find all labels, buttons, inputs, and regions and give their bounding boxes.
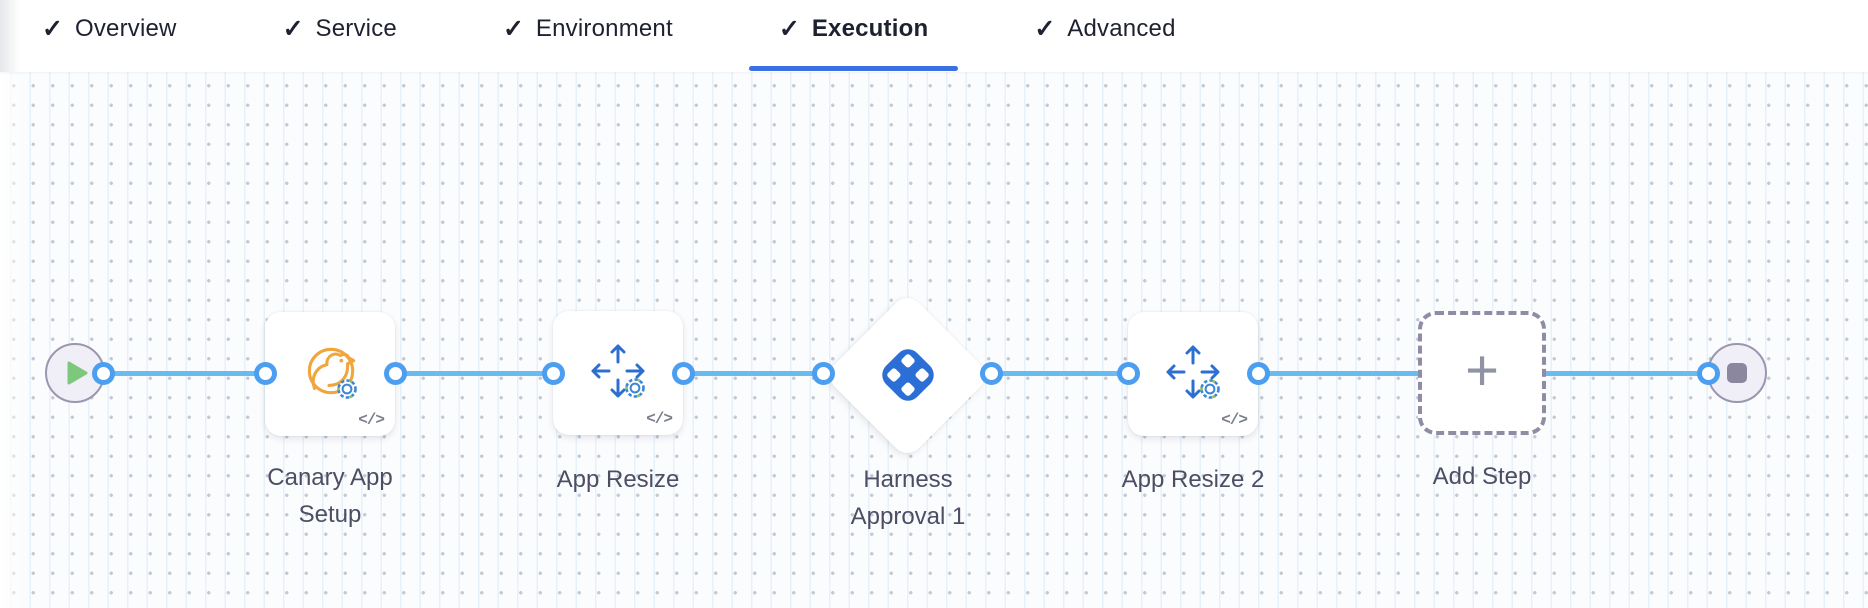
checkmark-icon: ✓ — [502, 14, 524, 43]
checkmark-icon: ✓ — [42, 14, 63, 43]
gear-icon — [1198, 377, 1222, 401]
connector-port[interactable] — [1696, 362, 1720, 385]
tab-label: Service — [315, 15, 397, 42]
connector-port[interactable] — [253, 362, 277, 385]
canary-bird-icon — [297, 339, 363, 410]
step-wizard-tabs: ✓ Overview ✓ Service ✓ Environment ✓ Exe… — [0, 0, 1868, 72]
stop-icon — [1727, 363, 1747, 383]
connector-port[interactable] — [979, 362, 1003, 385]
connector-port[interactable] — [811, 362, 835, 385]
resize-arrows-icon — [1155, 334, 1231, 415]
connector-port[interactable] — [1246, 362, 1270, 385]
checkmark-icon: ✓ — [282, 14, 304, 43]
gear-icon — [335, 377, 359, 401]
connector-port[interactable] — [671, 362, 695, 385]
connector-port[interactable] — [383, 362, 407, 385]
connector-port[interactable] — [91, 362, 115, 385]
harness-logo-icon — [863, 330, 953, 420]
step-node-app-resize-2[interactable]: </> — [1128, 312, 1258, 436]
tab-label: Environment — [535, 15, 673, 42]
left-edge-fade — [0, 72, 26, 608]
play-icon — [63, 361, 88, 385]
checkmark-icon: ✓ — [778, 14, 800, 43]
step-label: Harness Approval 1 — [850, 466, 966, 530]
tab-label: Overview — [74, 15, 177, 42]
step-label: Canary App Setup — [267, 464, 393, 528]
tab-execution[interactable]: ✓ Execution — [748, 0, 959, 72]
step-label: App Resize 2 — [1121, 466, 1265, 493]
code-badge-icon: </> — [646, 410, 673, 428]
pipeline-canvas[interactable]: </> </> — [0, 72, 1868, 608]
resize-arrows-icon — [580, 333, 656, 414]
tab-label: Execution — [811, 15, 929, 42]
step-label: Add Step — [1432, 463, 1532, 490]
code-badge-icon: </> — [358, 411, 385, 429]
plus-icon: + — [1465, 338, 1499, 403]
code-badge-icon: </> — [1221, 411, 1248, 429]
tab-service[interactable]: ✓ Service — [283, 0, 397, 72]
add-step-button[interactable]: + — [1418, 311, 1546, 435]
tab-overview[interactable]: ✓ Overview — [42, 0, 177, 72]
step-label: App Resize — [556, 466, 680, 493]
step-node-app-resize[interactable]: </> — [553, 311, 683, 435]
pipeline-start-node[interactable] — [45, 343, 105, 403]
left-edge-shade — [0, 0, 20, 72]
tab-advanced[interactable]: ✓ Advanced — [1034, 0, 1175, 72]
gear-icon — [623, 376, 647, 400]
step-node-canary-app-setup[interactable]: </> — [265, 312, 395, 436]
tab-label: Advanced — [1067, 15, 1176, 42]
connector-port[interactable] — [1116, 362, 1140, 385]
connector-port[interactable] — [541, 362, 565, 385]
tab-environment[interactable]: ✓ Environment — [503, 0, 673, 72]
checkmark-icon: ✓ — [1034, 14, 1056, 43]
